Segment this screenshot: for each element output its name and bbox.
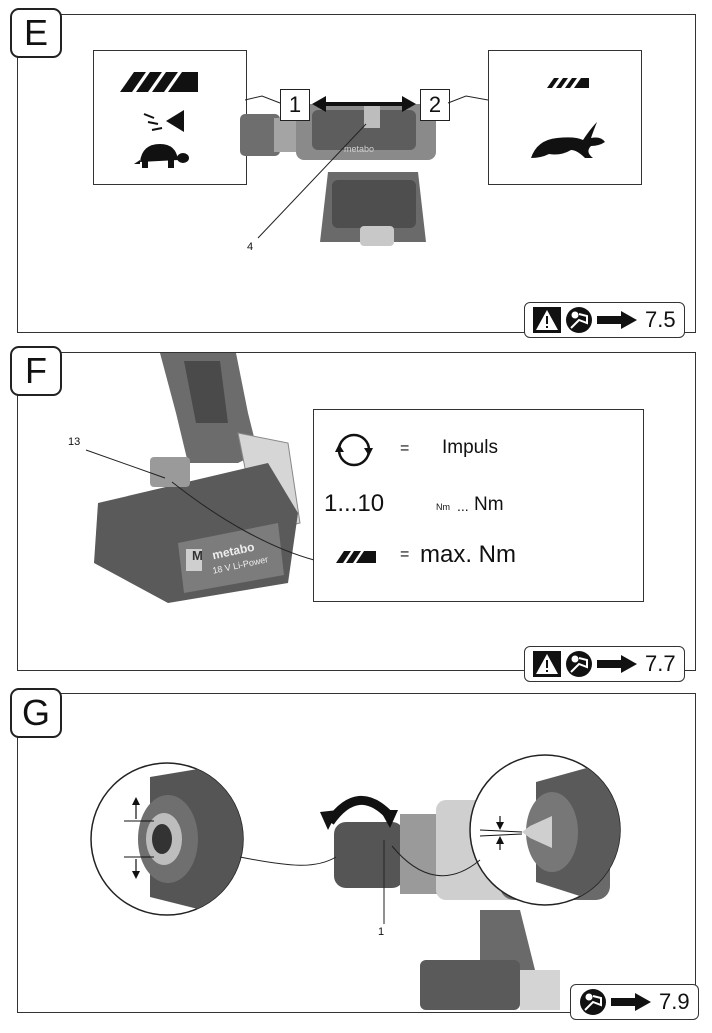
callout-1: 1 [378,926,385,938]
read-manual-icon [566,307,592,333]
reference-number: 7.7 [645,651,676,676]
arrow-right-icon [597,655,637,673]
reference-7-7: 7.7 [524,646,685,682]
legend-row1-equals: = [400,440,410,457]
battery-badge: M [192,548,203,563]
legend-row3-equals: = [400,546,410,563]
high-speed-mode-box [488,50,642,185]
chuck-open-detail-illustration [90,762,337,916]
rabbit-fast-icon [531,122,605,158]
panel-f-letter: F [10,346,62,396]
reference-7-5: 7.5 [524,302,685,338]
drill-handle-battery-illustration [94,353,301,603]
legend-row2-small-unit: Nm [436,502,450,512]
drill-top-view-illustration: metabo [240,104,436,246]
double-arrow-icon [312,96,416,112]
warning-triangle-icon [533,651,561,677]
legend-row2-range: 1...10 [324,490,385,517]
warning-triangle-icon [533,307,561,333]
panel-g-letter: G [10,688,62,738]
legend-row2-unit: Nm [474,494,504,515]
read-manual-icon [566,651,592,677]
arrow-right-icon [597,311,637,329]
reference-7-9: 7.9 [570,984,699,1020]
gear-high-torque-icon [120,72,198,92]
legend-row3-max-nm: max. Nm [420,541,516,568]
callout-13: 13 [68,436,81,448]
callout-4: 4 [247,241,254,253]
torque-legend-box [313,409,644,602]
legend-row1-impuls: Impuls [442,437,498,458]
panel-e-letter: E [10,8,62,58]
gear-position-2-label: 2 [420,89,450,121]
gear-low-torque-icon [547,78,589,88]
reference-number: 7.5 [645,307,676,332]
reference-number: 7.9 [659,989,690,1014]
max-torque-icon [336,551,376,563]
turtle-slow-icon [134,144,189,168]
leader-lines-f [85,449,315,561]
chuck-closed-detail-illustration [469,754,621,906]
rotate-chuck-arrow-icon [320,796,398,830]
arrow-right-icon [611,993,651,1011]
drill-bit-icon [143,110,184,132]
impulse-rotation-icon [335,433,373,467]
leader-lines-e [244,95,489,239]
legend-row2-dots: ... [457,498,469,514]
svg-text:metabo: metabo [344,144,374,154]
gear-position-1-label: 1 [280,89,310,121]
read-manual-icon [580,989,606,1015]
